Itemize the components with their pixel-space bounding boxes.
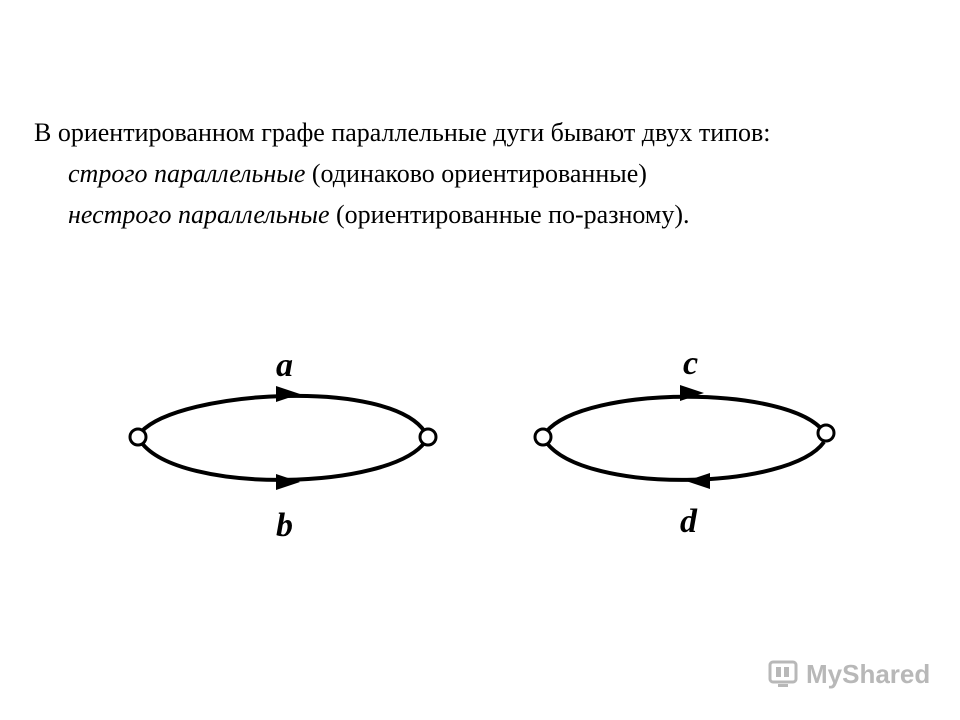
vertex-right-1	[533, 427, 553, 447]
arc-b	[139, 440, 427, 482]
nonstrict-parallel-term: нестрого параллельные	[68, 200, 330, 229]
arrow-c	[680, 385, 704, 401]
vertex-left-2	[418, 427, 438, 447]
myshared-logo-icon	[768, 660, 798, 687]
arc-a	[139, 393, 427, 434]
watermark: MyShared	[766, 654, 930, 694]
arc-d	[544, 440, 826, 482]
label-b: b	[276, 507, 293, 544]
slide-text: В ориентированном графе параллельные дуг…	[34, 112, 944, 235]
strict-parallel-desc: (одинаково ориентированные)	[305, 159, 647, 188]
arrow-a	[276, 386, 300, 402]
arrow-b	[276, 474, 300, 490]
arc-c	[544, 394, 826, 434]
label-a: a	[276, 347, 293, 384]
label-c: c	[683, 345, 698, 382]
strict-parallel-line: строго параллельные (одинаково ориентиро…	[34, 153, 944, 194]
label-d: d	[680, 503, 698, 540]
intro-line: В ориентированном графе параллельные дуг…	[34, 118, 771, 147]
watermark-text: MyShared	[806, 658, 931, 689]
arrow-d	[686, 473, 710, 489]
nonstrict-parallel-desc: (ориентированные по-разному).	[329, 200, 690, 229]
vertex-right-2	[816, 423, 836, 443]
strict-parallel-term: строго параллельные	[68, 159, 306, 188]
vertex-left-1	[128, 427, 148, 447]
nonstrict-parallel-line: нестрого параллельные (ориентированные п…	[34, 194, 944, 235]
